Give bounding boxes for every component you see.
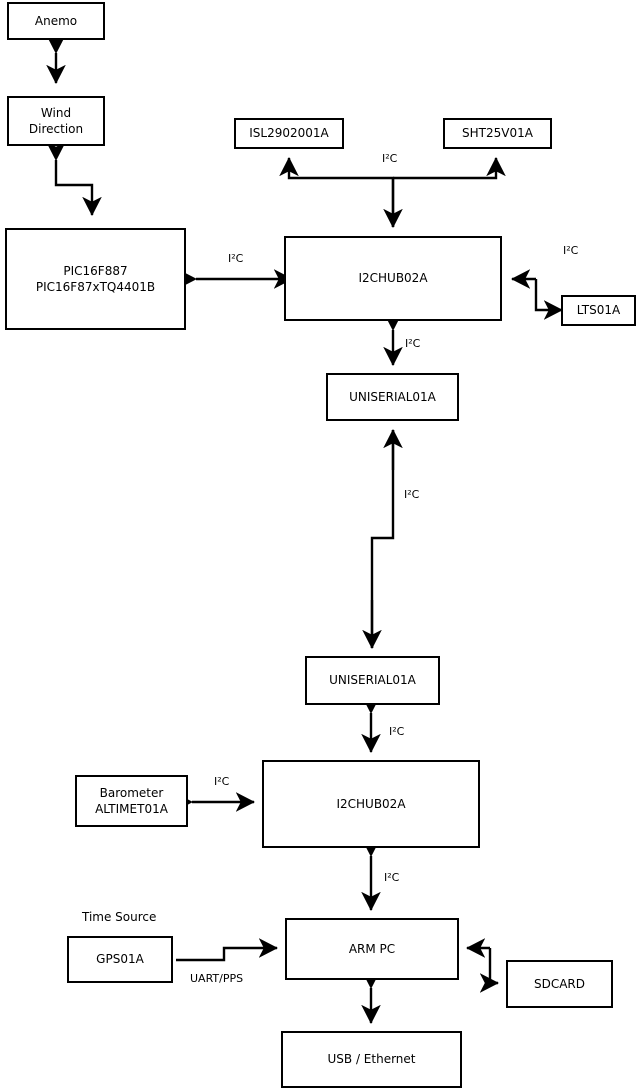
node-isl2902001a[interactable]: ISL2902001A — [234, 118, 344, 149]
edge-label-i2c-uniserial-hub2: I²C — [389, 725, 405, 738]
node-sdcard-label: SDCARD — [533, 976, 586, 991]
node-isl2902001a-label: ISL2902001A — [249, 126, 329, 141]
wire-lts-step — [534, 279, 563, 320]
edge-label-i2c-pic-hub: I²C — [228, 252, 244, 265]
node-i2chub02a-top-label: I2CHUB02A — [358, 271, 428, 286]
node-uniserial01a-top-label: UNISERIAL01A — [349, 389, 436, 404]
node-i2chub02a-top[interactable]: I2CHUB02A — [284, 236, 502, 321]
wire-uniserial-link-up — [370, 430, 395, 648]
wire-wind-pic — [46, 141, 102, 216]
node-sht25v01a[interactable]: SHT25V01A — [443, 118, 552, 149]
node-i2chub02a-bottom[interactable]: I2CHUB02A — [262, 760, 480, 848]
node-anemo[interactable]: Anemo — [7, 2, 105, 40]
node-usb-ethernet[interactable]: USB / Ethernet — [281, 1031, 462, 1088]
node-usb-ethernet-label: USB / Ethernet — [327, 1052, 416, 1067]
node-sht25v01a-label: SHT25V01A — [462, 126, 533, 141]
edge-label-uart-pps: UART/PPS — [190, 972, 244, 985]
node-i2chub02a-bottom-label: I2CHUB02A — [336, 796, 406, 811]
node-anemo-label: Anemo — [34, 13, 78, 28]
edge-label-i2c-barometer-hub2: I²C — [214, 775, 230, 788]
node-barometer-altimet01a-label: Barometer ALTIMET01A — [95, 785, 168, 816]
node-gps01a[interactable]: GPS01A — [67, 936, 173, 983]
edge-label-i2c-top-sensors: I²C — [382, 152, 398, 165]
node-barometer-altimet01a[interactable]: Barometer ALTIMET01A — [75, 775, 188, 827]
node-wind-direction-label: Wind Direction — [28, 105, 84, 136]
node-uniserial01a-bottom[interactable]: UNISERIAL01A — [305, 656, 440, 705]
node-gps01a-label: GPS01A — [96, 952, 144, 967]
edge-label-i2c-hub2-armpc: I²C — [384, 871, 400, 884]
node-uniserial01a-top[interactable]: UNISERIAL01A — [326, 373, 459, 421]
node-sdcard[interactable]: SDCARD — [506, 960, 613, 1008]
label-time-source: Time Source — [82, 910, 157, 924]
node-arm-pc-label: ARM PC — [348, 941, 396, 956]
wire-gps-armpc — [176, 938, 278, 962]
node-lts01a[interactable]: LTS01A — [561, 295, 636, 326]
node-lts01a-label: LTS01A — [576, 303, 621, 318]
edge-label-i2c-hub-lts: I²C — [563, 244, 579, 257]
wire-bus-sht — [393, 157, 506, 180]
wire-hubtop-bus — [279, 157, 395, 227]
wire-armpc-sdcard-step — [479, 948, 499, 993]
node-pic-mcu[interactable]: PIC16F887 PIC16F87xTQ4401B — [5, 228, 186, 330]
node-wind-direction[interactable]: Wind Direction — [7, 96, 105, 146]
edge-label-i2c-hub-uniserial: I²C — [405, 337, 421, 350]
node-pic-mcu-label: PIC16F887 PIC16F87xTQ4401B — [35, 263, 156, 294]
node-arm-pc[interactable]: ARM PC — [285, 918, 459, 980]
node-uniserial01a-bottom-label: UNISERIAL01A — [329, 673, 416, 688]
edge-label-i2c-uniserial-link: I²C — [404, 488, 420, 501]
